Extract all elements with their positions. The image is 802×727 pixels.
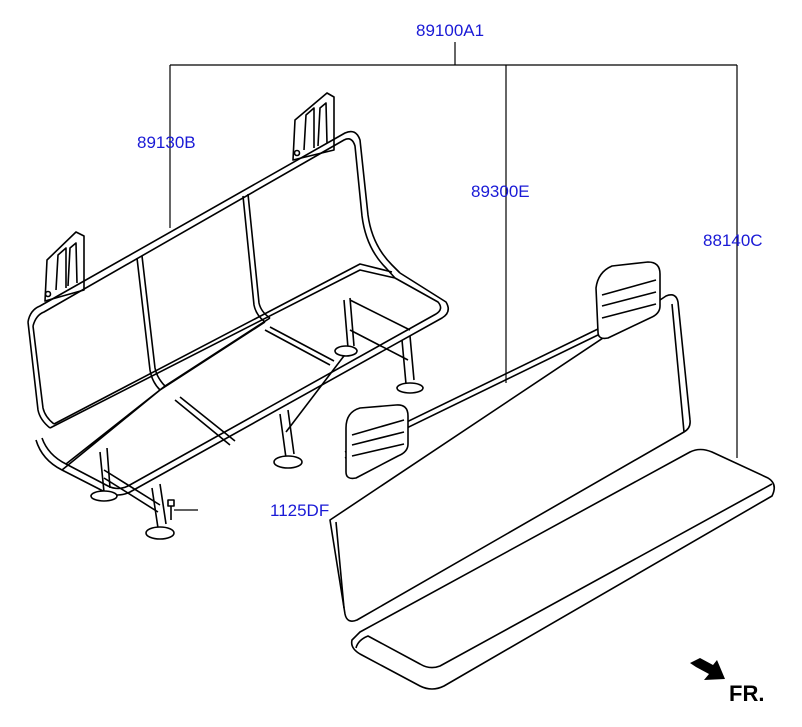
leader-lines xyxy=(169,42,738,511)
callout-frame[interactable]: 89130B xyxy=(137,133,196,152)
callout-cushion[interactable]: 88140C xyxy=(703,231,763,250)
callout-assembly[interactable]: 89100A1 xyxy=(416,21,485,40)
front-direction-arrow-icon xyxy=(690,658,725,680)
callout-back[interactable]: 89300E xyxy=(471,182,530,201)
callout-bolt[interactable]: 1125DF xyxy=(270,501,330,520)
seat-cushion[interactable] xyxy=(350,448,776,690)
seat-frame[interactable] xyxy=(27,92,450,540)
seat-back[interactable] xyxy=(329,261,691,622)
front-direction-label: FR. xyxy=(729,681,765,706)
